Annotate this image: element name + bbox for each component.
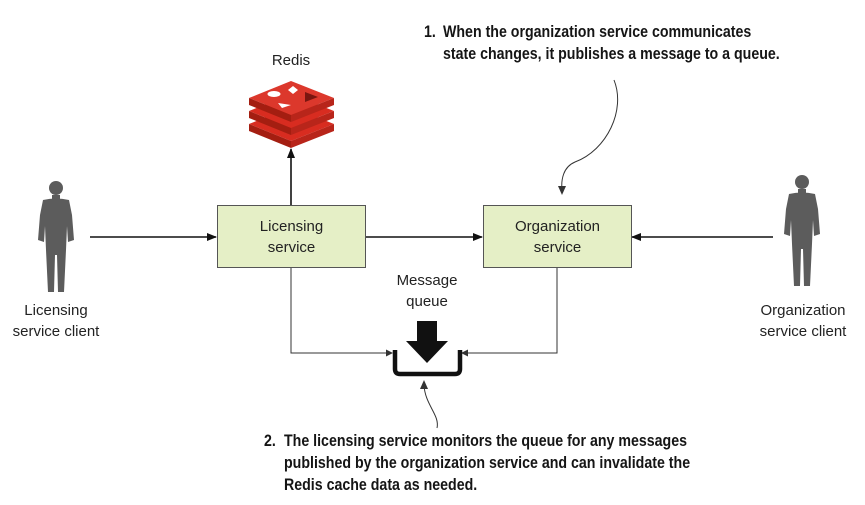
- annotation-two-pointer: [423, 384, 438, 429]
- annotation-one-number: 1.: [424, 23, 436, 41]
- organization-client-label: Organization service client: [759, 302, 847, 340]
- redis-logo-icon: [249, 81, 334, 148]
- licensing-client-actor-icon: [38, 181, 74, 292]
- annotation-two-text: The licensing service monitors the queue…: [284, 432, 691, 494]
- organization-to-queue-connector: [463, 268, 558, 354]
- licensing-service-box: Licensing service: [217, 205, 366, 268]
- queue-tray-icon: [392, 321, 463, 377]
- annotation-one-pointer: [561, 79, 619, 191]
- organization-client-actor-icon: [784, 175, 820, 286]
- message-queue-label: Message queue: [396, 272, 458, 310]
- licensing-service-label: Licensing service: [259, 217, 324, 256]
- organization-service-label: Organization service: [514, 217, 601, 256]
- organization-service-box: Organization service: [483, 205, 632, 268]
- annotation-one-text: When the organization service communicat…: [443, 23, 780, 63]
- redis-label: Redis: [271, 52, 311, 69]
- licensing-client-label: Licensing service client: [12, 302, 100, 340]
- licensing-to-queue-connector: [290, 268, 391, 354]
- annotation-two-number: 2.: [264, 432, 276, 450]
